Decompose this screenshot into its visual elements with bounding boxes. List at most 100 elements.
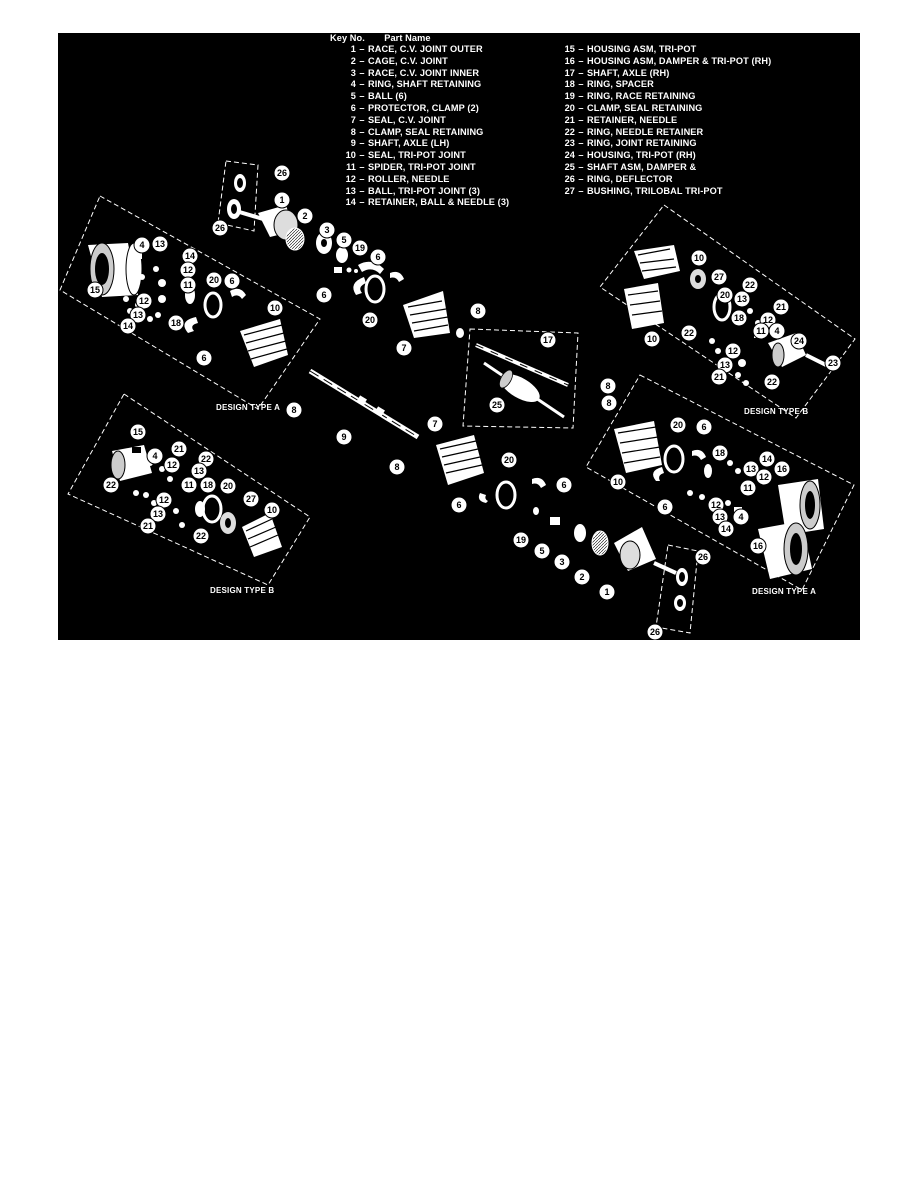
callout-label: 13 (720, 360, 730, 370)
legend-column-1: 1–RACE, C.V. JOINT OUTER 2–CAGE, C.V. JO… (334, 44, 564, 209)
callout: 11 (179, 276, 197, 294)
callout-label: 13 (737, 294, 747, 304)
legend-header: Key No. Part Name (330, 33, 431, 45)
part-name: RACE, C.V. JOINT INNER (368, 67, 480, 78)
key-no: 20 (564, 102, 575, 113)
axle-shaft-lh (308, 368, 420, 440)
callout-label: 20 (504, 455, 514, 465)
callout: 18 (711, 444, 729, 462)
callout-label: 27 (714, 272, 724, 282)
part-name: RING, SPACER (587, 79, 654, 90)
key-no: 14 (345, 197, 356, 208)
part-name: RETAINER, BALL & NEEDLE (3) (368, 197, 510, 208)
callout-label: 16 (753, 541, 763, 551)
callout: 12 (755, 468, 773, 486)
group-box-shaft-rh (462, 328, 579, 429)
legend-row: 4–RING, SHAFT RETAINING (334, 79, 564, 91)
callout: 6 (195, 349, 213, 367)
callout: 14 (758, 450, 776, 468)
key-no: 16 (564, 55, 575, 66)
key-no: 17 (564, 67, 575, 78)
callout: 20 (669, 416, 687, 434)
key-no: 4 (350, 79, 356, 90)
callout: 1 (273, 191, 291, 209)
callout-label: 22 (196, 531, 206, 541)
callout: 2 (296, 207, 314, 225)
callout-label: 12 (759, 472, 769, 482)
part-name: BUSHING, TRILOBAL TRI-POT (587, 185, 723, 196)
callout-label: 14 (123, 321, 133, 331)
callout: 4 (146, 447, 164, 465)
seal-boot-lower (436, 435, 688, 611)
callout-label: 22 (201, 454, 211, 464)
callout-label: 12 (711, 500, 721, 510)
callout: 13 (733, 290, 751, 308)
callout: 20 (219, 477, 237, 495)
part-name: RING, SHAFT RETAINING (368, 79, 482, 90)
callout-label: 7 (432, 419, 437, 429)
callout-label: 12 (728, 346, 738, 356)
group-box-bottom-right (585, 374, 855, 591)
callout-label: 9 (341, 432, 346, 442)
callout: 14 (181, 247, 199, 265)
callout-label: 10 (647, 334, 657, 344)
key-no: 15 (564, 44, 575, 54)
callout: 18 (730, 309, 748, 327)
callout-label: 27 (246, 494, 256, 504)
part-name: BALL (6) (368, 91, 407, 102)
callout: 8 (599, 377, 617, 395)
callout: 14 (119, 317, 137, 335)
callout-label: 10 (270, 303, 280, 313)
callout-label: 16 (777, 464, 787, 474)
callout-label: 1 (279, 195, 284, 205)
callout-label: 11 (183, 280, 193, 290)
callout: 22 (192, 527, 210, 545)
callout: 6 (695, 418, 713, 436)
callout: 15 (86, 281, 104, 299)
callout-label: 19 (355, 243, 365, 253)
callout-label: 20 (209, 275, 219, 285)
callout: 5 (533, 542, 551, 560)
parts-legend: Key No. Part Name 1–RACE, C.V. JOINT OUT… (330, 33, 850, 207)
callout-label: 4 (152, 451, 157, 461)
callout-label: 8 (394, 462, 399, 472)
legend-row: 24–HOUSING, TRI-POT (RH) (553, 150, 843, 162)
callout-label: 6 (201, 353, 206, 363)
tripot-group-bottom-left (110, 445, 282, 557)
callout-label: 4 (774, 326, 779, 336)
tripot-group-top-left (88, 242, 288, 367)
part-name: BALL, TRI-POT JOINT (3) (368, 185, 481, 196)
callout-label: 22 (745, 280, 755, 290)
key-no: 11 (346, 161, 356, 172)
callout-label: 10 (613, 477, 623, 487)
callout-label: 8 (605, 381, 610, 391)
key-no: 1 (350, 44, 356, 54)
callout: 11 (752, 322, 770, 340)
callout: 22 (741, 276, 759, 294)
callout-label: 6 (456, 500, 461, 510)
outer-cv-joint-upper (235, 205, 358, 273)
callout-label: 14 (762, 454, 772, 464)
callout: 3 (318, 221, 336, 239)
part-name: HOUSING, TRI-POT (RH) (587, 150, 696, 161)
callout-label: 26 (698, 552, 708, 562)
callout: 12 (179, 261, 197, 279)
legend-row: 23–RING, JOINT RETAINING (553, 138, 843, 150)
callout-label: 25 (492, 400, 502, 410)
design-label-top-left: DESIGN TYPE A (216, 403, 280, 412)
callout: 10 (609, 473, 627, 491)
seal-boot-upper (403, 291, 464, 338)
callout: 8 (388, 458, 406, 476)
legend-row: 19–RING, RACE RETAINING (553, 91, 843, 103)
legend-row: 5–BALL (6) (334, 91, 564, 103)
callout: 2 (573, 568, 591, 586)
legend-row: 15–HOUSING ASM, TRI-POT (553, 44, 843, 56)
callout-label: 13 (133, 310, 143, 320)
legend-row: 1–RACE, C.V. JOINT OUTER (334, 44, 564, 56)
part-name: RING, JOINT RETAINING (587, 138, 697, 149)
callout-label: 11 (743, 483, 753, 493)
callout-label: 13 (194, 466, 204, 476)
callout: 13 (742, 460, 760, 478)
legend-row: 20–CLAMP, SEAL RETAINING (553, 103, 843, 115)
callout-label: 10 (267, 505, 277, 515)
